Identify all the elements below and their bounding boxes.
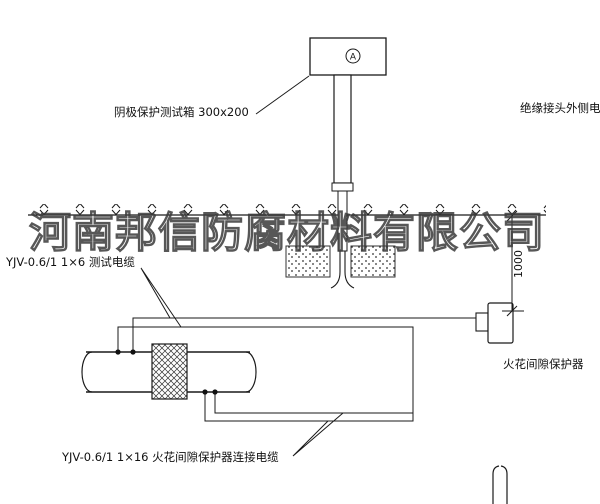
cable-tail-right — [344, 251, 355, 289]
insulated-joint-cable-label: 绝缘接头外侧电缆 — [520, 101, 600, 115]
dimension-tick-top — [506, 210, 518, 222]
test-cable-leaders — [140, 267, 182, 328]
pipe-end-cap-left — [81, 351, 93, 393]
concrete-block-right — [350, 245, 396, 278]
test-cable-run — [132, 317, 476, 352]
meter-circle-icon — [345, 48, 361, 64]
terminal-dot — [202, 389, 208, 395]
conduit-coupling — [331, 182, 354, 192]
cable-tail-left — [330, 251, 341, 289]
spark-gap-connector — [475, 312, 489, 332]
conduit-upper — [333, 74, 352, 184]
meter-symbol: A — [350, 53, 357, 63]
concrete-block-left — [285, 245, 331, 278]
conduit-lower — [337, 190, 348, 252]
protector-cable-leaders — [292, 412, 344, 457]
pipe-break-symbol — [492, 465, 508, 504]
pipe-end-cap-right — [245, 351, 257, 393]
company-watermark: 河南邦信防腐材料有限公司 — [29, 208, 545, 257]
test-box — [309, 37, 387, 76]
dimension-text: 1000 — [512, 250, 525, 278]
terminal-dot — [115, 349, 121, 355]
test-box-leader — [255, 75, 310, 115]
protector-cable-run-2 — [214, 392, 413, 414]
test-box-label: 阴极保护测试箱 300x200 — [114, 105, 249, 119]
terminal-dot — [130, 349, 136, 355]
ground-hatch-marks — [28, 204, 546, 215]
terminal-dot — [212, 389, 218, 395]
spark-gap-protector — [487, 302, 514, 344]
insulating-joint — [151, 343, 188, 400]
spark-gap-protector-label: 火花间隙保护器 — [503, 357, 584, 371]
protector-cable-run — [117, 326, 414, 422]
spark-gap-cable-label: YJV-0.6/1 1×16 火花间隙保护器连接电缆 — [61, 450, 279, 464]
test-cable-label: YJV-0.6/1 1×6 测试电缆 — [5, 255, 135, 269]
